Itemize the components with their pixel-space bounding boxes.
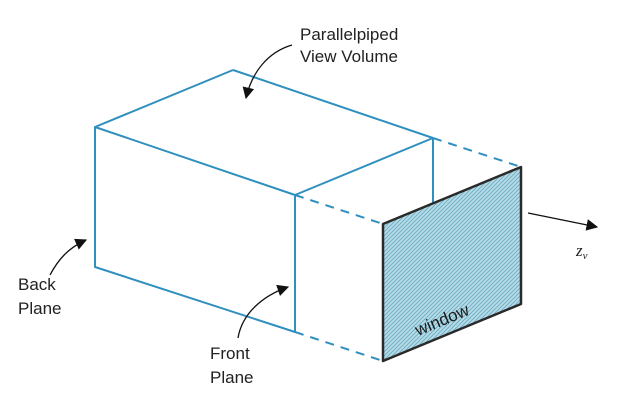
dashed-mid bbox=[294, 194, 384, 225]
top-edge-front bbox=[294, 137, 434, 196]
front-plane-label-line2: Plane bbox=[210, 368, 253, 387]
front-plane-label-line1: Front bbox=[210, 344, 250, 363]
top-edge-back bbox=[94, 69, 234, 128]
back-plane-face bbox=[94, 126, 296, 333]
window-plane bbox=[381, 165, 523, 363]
front-plane-pointer-arrow bbox=[237, 284, 290, 339]
volume-label-line2: View Volume bbox=[300, 47, 398, 66]
dashed-bottom bbox=[294, 331, 384, 362]
zv-axis-subscript: v bbox=[583, 250, 588, 262]
zv-axis-arrow bbox=[527, 212, 599, 231]
back-plane-pointer-arrow bbox=[49, 238, 88, 276]
zv-axis-label: zv bbox=[575, 241, 588, 262]
pointer-arrows bbox=[49, 44, 293, 339]
top-edge-far bbox=[232, 69, 434, 139]
back-plane-label-line1: Back bbox=[18, 275, 56, 294]
volume-pointer-arrow bbox=[242, 44, 293, 100]
volume-label-line1: Parallelpiped bbox=[300, 25, 398, 44]
dashed-top-right bbox=[432, 137, 522, 168]
zv-axis-main: z bbox=[575, 241, 583, 260]
back-plane-label-line2: Plane bbox=[18, 299, 61, 318]
